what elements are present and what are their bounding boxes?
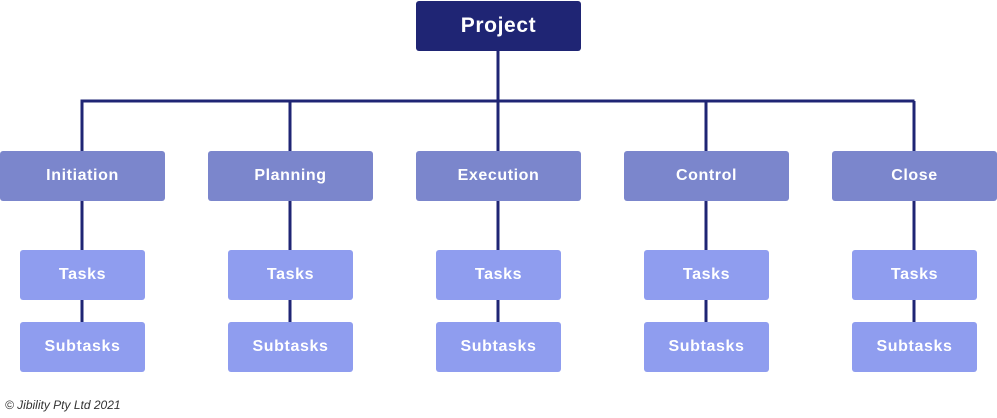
phase-node-initiation: Initiation <box>0 151 165 201</box>
subtask-node-execution: Subtasks <box>436 322 561 372</box>
project-node: Project <box>416 1 581 51</box>
phase-node-close: Close <box>832 151 997 201</box>
subtask-node-close: Subtasks <box>852 322 977 372</box>
task-node-control: Tasks <box>644 250 769 300</box>
phase-node-control: Control <box>624 151 789 201</box>
task-node-initiation: Tasks <box>20 250 145 300</box>
task-node-planning: Tasks <box>228 250 353 300</box>
subtask-node-initiation: Subtasks <box>20 322 145 372</box>
task-node-close: Tasks <box>852 250 977 300</box>
copyright-text: © Jibility Pty Ltd 2021 <box>5 398 121 412</box>
subtask-node-control: Subtasks <box>644 322 769 372</box>
phase-node-planning: Planning <box>208 151 373 201</box>
subtask-node-planning: Subtasks <box>228 322 353 372</box>
task-node-execution: Tasks <box>436 250 561 300</box>
phase-node-execution: Execution <box>416 151 581 201</box>
